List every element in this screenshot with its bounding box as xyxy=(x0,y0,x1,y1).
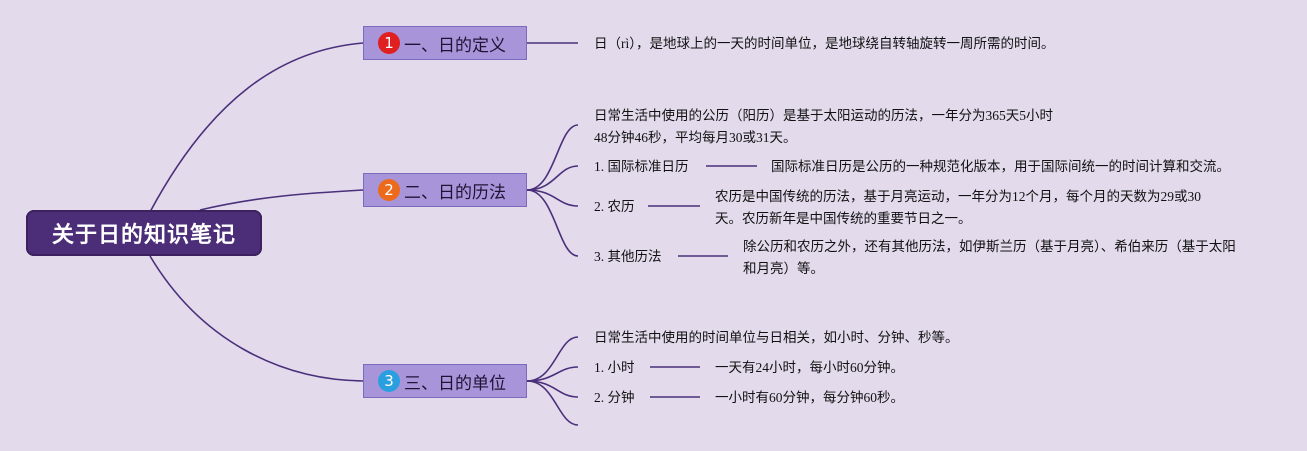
connector-root-branch-3 xyxy=(149,255,364,382)
calendar-item-label[interactable]: 1. 国际标准日历 xyxy=(594,159,689,174)
connector-branch-2-intro xyxy=(526,124,579,191)
calendar-item-detail[interactable]: 除公历和农历之外，还有其他历法，如伊斯兰历（基于月亮）、希伯来历（基于太阳和月亮… xyxy=(743,239,1236,276)
calendar-item-label[interactable]: 3. 其他历法 xyxy=(594,249,662,264)
branch-title: 三、日的单位 xyxy=(404,373,506,394)
branch-title: 二、日的历法 xyxy=(404,182,506,203)
branch-topic-definition[interactable]: 1 一、日的定义 xyxy=(363,26,527,60)
connector-branch-3-intro xyxy=(526,336,579,382)
definition-text[interactable]: 日（rì），是地球上的一天的时间单位，是地球绕自转轴旋转一周所需的时间。 xyxy=(594,36,1055,51)
connector-branch-3-item-2 xyxy=(526,380,579,398)
connector-root-branch-1 xyxy=(149,42,364,213)
number-badge-3: 3 xyxy=(378,370,400,392)
connector-branch-3-empty xyxy=(526,380,579,426)
number-badge-2: 2 xyxy=(378,179,400,201)
units-item-label[interactable]: 1. 小时 xyxy=(594,360,635,375)
connector-branch-2-item-2 xyxy=(526,189,579,207)
calendar-intro-text[interactable]: 日常生活中使用的公历（阳历）是基于太阳运动的历法，一年分为365天5小时48分钟… xyxy=(594,108,1053,145)
branch-topic-units[interactable]: 3 三、日的单位 xyxy=(363,364,527,398)
units-item-detail[interactable]: 一天有24小时，每小时60分钟。 xyxy=(715,360,904,375)
units-item-label[interactable]: 2. 分钟 xyxy=(594,390,635,405)
connector-branch-3-item-1 xyxy=(526,366,579,382)
connector-branch-2-item-3 xyxy=(526,189,579,257)
root-topic[interactable]: 关于日的知识笔记 xyxy=(26,210,262,256)
units-intro-text[interactable]: 日常生活中使用的时间单位与日相关，如小时、分钟、秒等。 xyxy=(594,330,959,345)
units-item-detail[interactable]: 一小时有60分钟，每分钟60秒。 xyxy=(715,390,904,405)
connector-branch-2-item-1 xyxy=(526,165,579,191)
calendar-item-detail[interactable]: 国际标准日历是公历的一种规范化版本，用于国际间统一的时间计算和交流。 xyxy=(771,159,1230,174)
calendar-item-detail[interactable]: 农历是中国传统的历法，基于月亮运动，一年分为12个月，每个月的天数为29或30天… xyxy=(715,189,1201,226)
number-badge-1: 1 xyxy=(378,32,400,54)
root-title: 关于日的知识笔记 xyxy=(51,223,236,248)
connector-root-branch-2 xyxy=(199,189,364,211)
calendar-item-label[interactable]: 2. 农历 xyxy=(594,199,635,214)
branch-title: 一、日的定义 xyxy=(404,35,506,56)
branch-topic-calendar[interactable]: 2 二、日的历法 xyxy=(363,173,527,207)
